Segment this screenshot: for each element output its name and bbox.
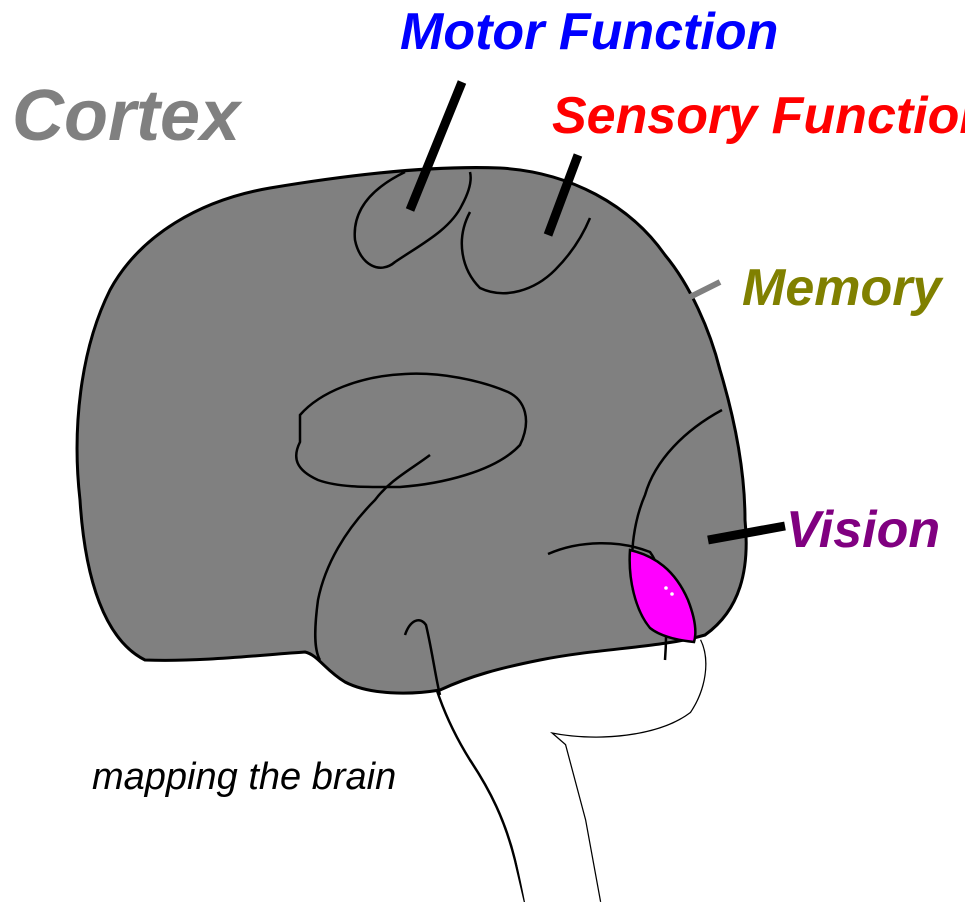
caption: mapping the brain xyxy=(92,758,396,796)
vision-label: Vision xyxy=(786,504,940,556)
vision-dot xyxy=(670,592,674,596)
vision-dot xyxy=(664,586,668,590)
motor-function-label: Motor Function xyxy=(400,6,778,58)
diagram-title: Cortex xyxy=(12,80,240,152)
memory-label: Memory xyxy=(742,262,941,314)
sensory-function-label: Sensory Function xyxy=(552,90,965,142)
